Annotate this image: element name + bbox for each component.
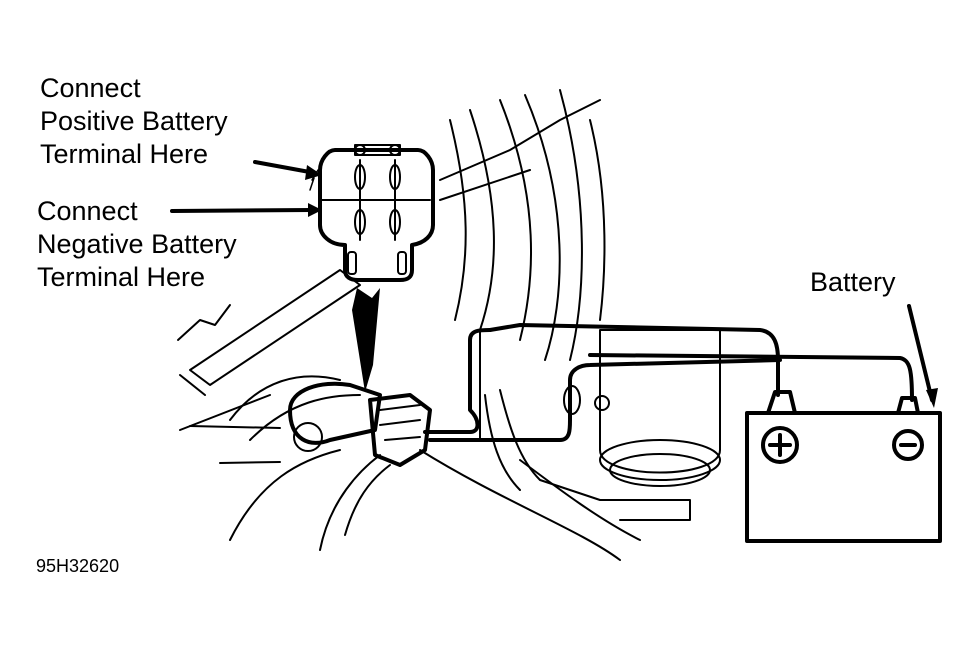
negative-label-line-2: Negative Battery — [37, 229, 237, 259]
battery-label-arrow — [907, 304, 934, 402]
connector-detail — [309, 144, 435, 282]
battery-positive-post — [766, 390, 797, 415]
positive-label-line-3: Terminal Here — [40, 139, 209, 169]
positive-arrowhead-icon — [305, 165, 322, 180]
battery-arrowhead-icon — [926, 388, 938, 408]
down-arrow-icon — [352, 288, 380, 392]
canister — [563, 329, 721, 521]
negative-label-line-1: Connect — [37, 196, 138, 226]
negative-symbol-ring — [892, 429, 924, 461]
battery-body — [745, 411, 942, 543]
negative-symbol-text: − — [908, 451, 909, 453]
positive-symbol-ring — [761, 426, 799, 464]
sensor-connector — [368, 328, 492, 467]
figure-id: 95H32620 — [36, 556, 120, 576]
mounting-bracket — [288, 381, 382, 452]
negative-arrowhead-icon — [308, 203, 322, 217]
battery-label: Battery — [810, 267, 896, 297]
negative-label-line-3: Terminal Here — [37, 262, 206, 292]
negative-label-arrow — [170, 208, 314, 213]
battery-illustration — [745, 390, 942, 543]
pointer-arrows — [170, 160, 938, 408]
positive-label-line-1: Connect — [40, 73, 141, 103]
wiring-harness — [428, 323, 914, 501]
plus-icon — [768, 433, 792, 457]
battery-negative-post — [896, 396, 920, 415]
positive-label-arrow — [253, 160, 317, 175]
positive-label-line-2: Positive Battery — [40, 106, 228, 136]
engine-outline — [177, 89, 641, 561]
